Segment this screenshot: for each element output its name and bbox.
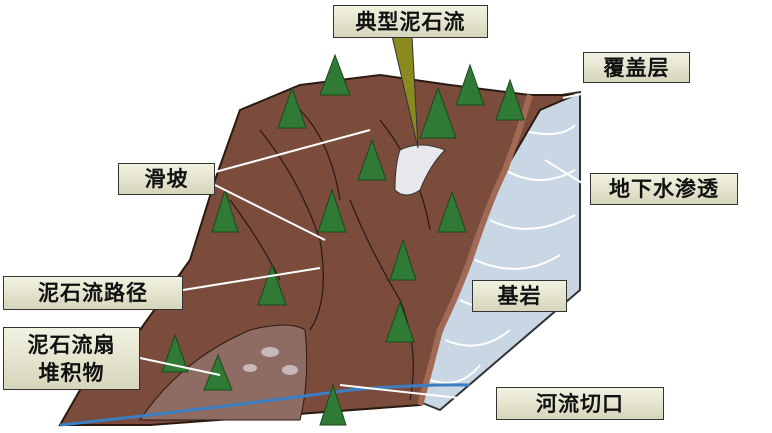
label-debris-fan-line2: 堆积物 [38, 359, 105, 385]
label-bedrock: 基岩 [472, 280, 567, 312]
river [59, 383, 471, 427]
trees [161, 53, 525, 426]
label-groundwater-seepage: 地下水渗透 [590, 173, 738, 205]
leader-lines [139, 81, 637, 403]
label-debris-fan-line1: 泥石流扇 [27, 331, 116, 357]
label-debris-fan: 泥石流扇 堆积物 [3, 327, 140, 390]
debris-flow-scar [394, 144, 446, 196]
label-typical-debris-flow: 典型泥石流 [333, 5, 488, 38]
label-overburden: 覆盖层 [583, 52, 690, 83]
label-debris-flow-path: 泥石流路径 [3, 276, 183, 310]
debris-boulders [243, 347, 298, 375]
overburden-edge [417, 94, 533, 406]
label-river-incision: 河流切口 [496, 387, 664, 420]
label-landslide: 滑坡 [118, 163, 215, 195]
